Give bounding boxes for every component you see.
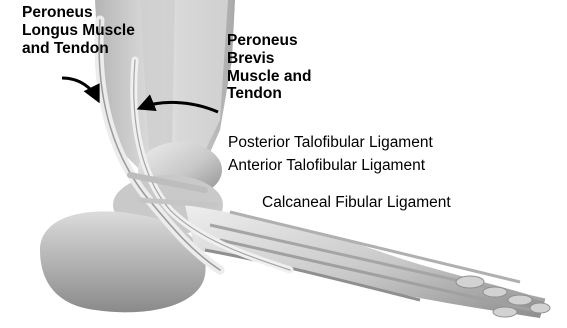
peroneus-brevis-line-4: Tendon xyxy=(227,85,311,103)
peroneus-brevis-label: Peroneus Brevis Muscle and Tendon xyxy=(227,32,311,103)
peroneus-longus-arrow xyxy=(62,78,98,100)
anterior-talofibular-label: Anterior Talofibular Ligament xyxy=(228,157,425,175)
peroneus-brevis-line-3: Muscle and xyxy=(227,68,311,86)
peroneus-brevis-line-1: Peroneus xyxy=(227,32,311,50)
peroneus-longus-line-2: Longus Muscle xyxy=(22,22,135,40)
peroneus-longus-label: Peroneus Longus Muscle and Tendon xyxy=(22,4,135,57)
foot-bones xyxy=(185,205,550,318)
peroneus-longus-line-1: Peroneus xyxy=(22,4,135,22)
peroneus-brevis-line-2: Brevis xyxy=(227,50,311,68)
posterior-talofibular-label: Posterior Talofibular Ligament xyxy=(228,134,433,152)
peroneus-longus-line-3: and Tendon xyxy=(22,40,135,58)
calcaneal-fibular-label: Calcaneal Fibular Ligament xyxy=(262,194,451,212)
